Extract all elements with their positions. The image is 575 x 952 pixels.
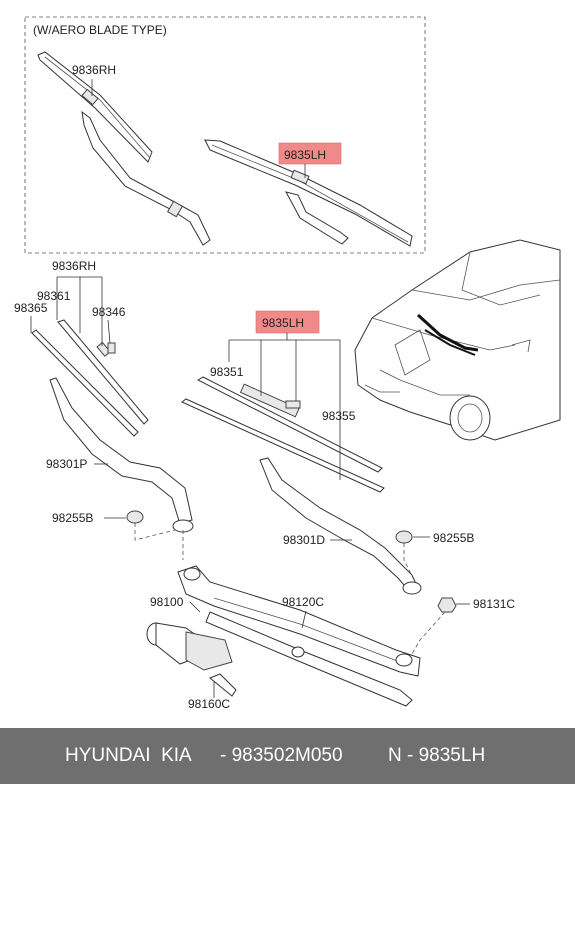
rh-aero-blade[interactable]	[37, 51, 153, 163]
label-98160c: 98160C	[188, 697, 230, 711]
label-98361: 98361	[37, 289, 71, 303]
rh-aero-arm[interactable]	[81, 110, 211, 246]
inset-rh-label: 9836RH	[72, 63, 116, 77]
label-98346: 98346	[92, 305, 126, 319]
bracket-98160c[interactable]	[209, 673, 237, 697]
inset-title: (W/AERO BLADE TYPE)	[33, 23, 167, 37]
wiper-parts-diagram: (W/AERO BLADE TYPE) 9836RH 9835LH	[14, 16, 561, 711]
aero-blade-inset: (W/AERO BLADE TYPE) 9836RH 9835LH	[24, 16, 426, 254]
label-98301d: 98301D	[283, 533, 325, 547]
rh-arm-98301p[interactable]	[49, 377, 194, 533]
lh-arm-98301d[interactable]	[259, 457, 422, 595]
label-98301p: 98301P	[46, 457, 87, 471]
lh-aero-arm[interactable]	[285, 191, 349, 245]
label-98255b-right: 98255B	[433, 531, 474, 545]
label-98355: 98355	[322, 409, 356, 423]
label-98131c: 98131C	[473, 597, 515, 611]
label-98255b-left: 98255B	[52, 511, 93, 525]
label-9835lh: 9835LH	[262, 316, 304, 330]
lh-aero-blade[interactable]	[204, 139, 413, 247]
label-98100: 98100	[150, 595, 184, 609]
cap-98255b-left[interactable]	[126, 510, 144, 524]
rh-clip-98346[interactable]	[107, 342, 116, 354]
footer-brand: HYUNDAI KIA	[65, 745, 192, 766]
cap-98255b-right[interactable]	[395, 530, 413, 544]
label-9836rh: 9836RH	[52, 259, 96, 273]
label-98120c: 98120C	[282, 595, 324, 609]
footer-ref: N - 9835LH	[388, 745, 486, 766]
rh-blade-assembly[interactable]	[31, 319, 149, 437]
lh-clip[interactable]	[285, 400, 301, 409]
nut-98131c[interactable]	[437, 597, 457, 613]
footer-part-number: - 983502M050	[220, 745, 343, 766]
part-footer: HYUNDAI KIA - 983502M050 N - 9835LH	[0, 728, 575, 784]
linkage-98120c[interactable]	[177, 565, 421, 707]
inset-lh-highlight	[278, 142, 342, 165]
lh-blade-assembly[interactable]	[181, 376, 385, 493]
label-98365: 98365	[14, 301, 48, 315]
label-98351: 98351	[210, 365, 244, 379]
main-lh-highlight	[255, 310, 320, 334]
inset-lh-label: 9835LH	[284, 148, 326, 162]
car-illustration	[354, 239, 561, 441]
motor-98100[interactable]	[146, 622, 233, 671]
